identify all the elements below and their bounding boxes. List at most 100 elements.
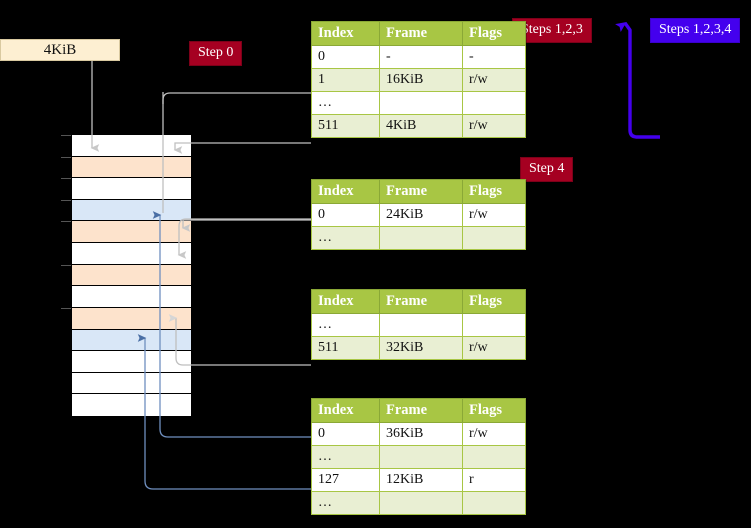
cell-index: …: [311, 445, 380, 469]
cell-flags: [462, 491, 526, 515]
memory-frame-row: [72, 243, 191, 265]
memory-tick: [61, 221, 71, 223]
memory-frame-row: [72, 135, 191, 157]
cell-index: 0: [311, 203, 380, 227]
cell-flags: -: [462, 45, 526, 69]
column-header-flags: Flags: [462, 398, 526, 423]
cell-frame: [379, 313, 463, 337]
column-header-frame: Frame: [379, 289, 463, 314]
size-box-4kib: 4KiB: [0, 39, 120, 61]
cell-index: …: [311, 226, 380, 250]
memory-tick: [61, 178, 71, 180]
table-row: 0--: [311, 45, 526, 69]
cell-frame: [379, 491, 463, 515]
wire-pml4-to-memory: [173, 142, 311, 154]
column-header-frame: Frame: [379, 398, 463, 423]
table-row: …: [311, 445, 526, 469]
cell-frame: [379, 445, 463, 469]
wire-pdpt-to-memory: [181, 219, 311, 232]
wire-pdpt-down: [177, 218, 311, 259]
column-header-flags: Flags: [462, 21, 526, 46]
cell-frame: 12KiB: [379, 468, 463, 492]
cell-flags: r/w: [462, 68, 526, 92]
memory-frame-row: [72, 351, 191, 373]
badge-steps-123: Steps 1,2,3: [513, 19, 591, 42]
memory-frame-row: [72, 221, 191, 244]
column-header-flags: Flags: [462, 289, 526, 314]
cell-flags: r/w: [462, 114, 526, 138]
cell-index: 1: [311, 68, 380, 92]
cell-frame: -: [379, 45, 463, 69]
table-header-row: Index Frame Flags: [311, 398, 526, 423]
column-header-index: Index: [311, 179, 380, 204]
table-header-row: Index Frame Flags: [311, 179, 526, 204]
cell-flags: r/w: [462, 336, 526, 360]
badge-steps-123-label: Steps 1,2,3: [521, 22, 583, 37]
memory-frame-row: [72, 372, 191, 395]
column-header-index: Index: [311, 21, 380, 46]
column-header-index: Index: [311, 398, 380, 423]
cell-frame: [379, 91, 463, 115]
badge-steps-1234-label: Steps 1,2,3,4: [659, 22, 732, 37]
table-header-row: Index Frame Flags: [311, 289, 526, 314]
badge-step-0-label: Step 0: [198, 45, 234, 60]
cell-frame: 32KiB: [379, 336, 463, 360]
cell-flags: [462, 445, 526, 469]
cell-frame: [379, 226, 463, 250]
table-header-row: Index Frame Flags: [311, 21, 526, 46]
memory-frame-row: [72, 199, 191, 222]
table-row: …: [311, 91, 526, 115]
cell-index: 511: [311, 336, 380, 360]
cell-index: 127: [311, 468, 380, 492]
table-row: …: [311, 226, 526, 250]
cell-index: 511: [311, 114, 380, 138]
column-header-flags: Flags: [462, 179, 526, 204]
cell-flags: [462, 226, 526, 250]
cell-index: …: [311, 91, 380, 115]
memory-frame-row: [72, 307, 191, 330]
memory-tick: [61, 135, 71, 136]
table-row: …: [311, 313, 526, 337]
memory-frame-row: [72, 264, 191, 287]
cell-flags: r/w: [462, 422, 526, 446]
size-box-label: 4KiB: [43, 41, 77, 58]
cell-frame: 16KiB: [379, 68, 463, 92]
memory-frame-row: [72, 286, 191, 308]
memory-frame-row: [72, 394, 191, 416]
cell-index: …: [311, 491, 380, 515]
wire-pd-to-memory: [168, 314, 311, 366]
cell-index: …: [311, 313, 380, 337]
column-header-frame: Frame: [379, 21, 463, 46]
column-header-frame: Frame: [379, 179, 463, 204]
cell-frame: 36KiB: [379, 422, 463, 446]
badge-steps-1234: Steps 1,2,3,4: [651, 19, 740, 42]
memory-tick: [61, 199, 71, 201]
badge-step-0: Step 0: [190, 42, 242, 65]
memory-tick: [61, 307, 71, 309]
cell-flags: r: [462, 468, 526, 492]
cell-flags: [462, 313, 526, 337]
memory-tick: [61, 264, 71, 266]
badge-step-4-label: Step 4: [529, 161, 565, 176]
memory-column: [61, 134, 191, 416]
cell-flags: [462, 91, 526, 115]
table-row: …: [311, 491, 526, 515]
memory-tick: [61, 156, 71, 158]
cell-flags: r/w: [462, 203, 526, 227]
cell-frame: 4KiB: [379, 114, 463, 138]
